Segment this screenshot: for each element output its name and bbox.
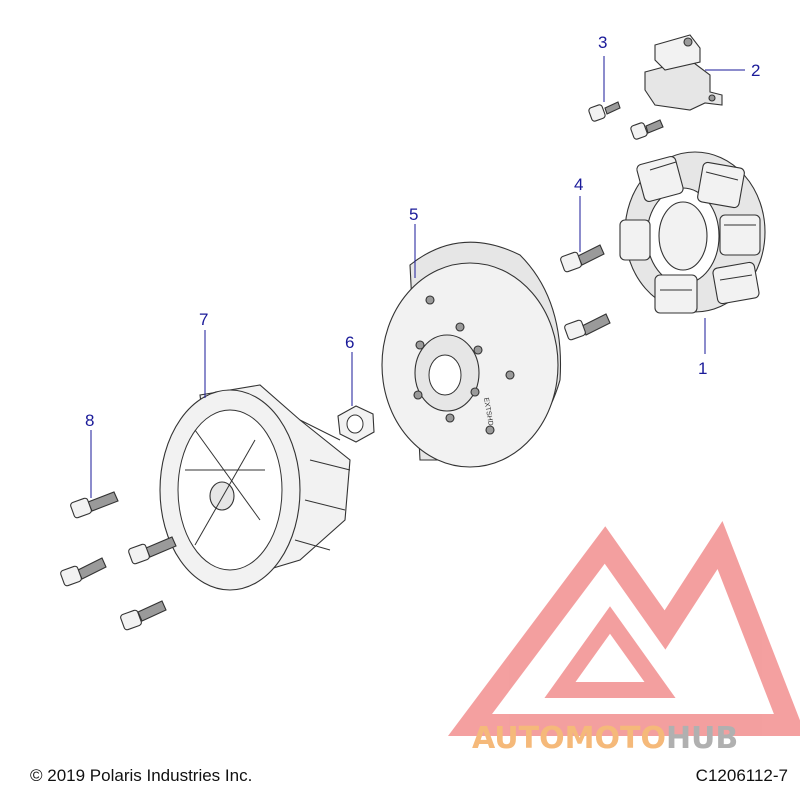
flywheel-marking: EXTSHD	[482, 397, 494, 426]
part-flywheel: EXTSHD	[381, 241, 562, 468]
part-screw-8b	[60, 557, 107, 587]
callout-2: 2	[751, 61, 760, 80]
part-stator	[619, 151, 766, 314]
watermark-text-automoto: AUTOMOTO	[472, 721, 666, 756]
watermark-text-hub: HUB	[666, 721, 738, 756]
callout-6: 6	[345, 333, 354, 352]
part-screw-8a	[70, 491, 119, 519]
part-screw-3b	[630, 119, 664, 140]
part-screw-3a	[588, 101, 621, 122]
part-nut	[337, 405, 375, 443]
watermark-logo	[448, 520, 800, 736]
part-regulator	[644, 34, 723, 111]
part-screw-4b	[564, 313, 611, 341]
part-screw-8d	[120, 600, 167, 631]
part-fan	[159, 384, 351, 591]
drawing-code: C1206112-7	[695, 766, 788, 785]
callout-5: 5	[409, 205, 418, 224]
callout-1: 1	[698, 359, 707, 378]
copyright-notice: © 2019 Polaris Industries Inc.	[30, 766, 253, 785]
callout-4: 4	[574, 175, 583, 194]
callout-8: 8	[85, 411, 94, 430]
callout-7: 7	[199, 310, 208, 329]
part-screw-8c	[128, 536, 177, 565]
callout-3: 3	[598, 33, 607, 52]
svg-text:AUTOMOTOHUB: AUTOMOTOHUB	[472, 721, 738, 756]
part-screw-4a	[560, 244, 605, 273]
